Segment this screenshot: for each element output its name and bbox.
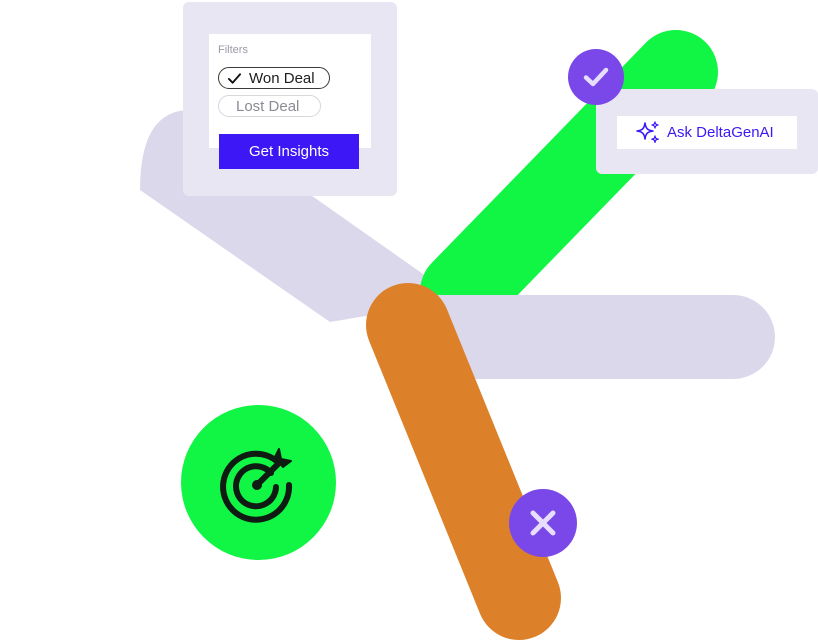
assistant-panel: Ask DeltaGenAI — [596, 89, 818, 174]
filters-panel: Filters Won Deal Lost Deal Get Insights — [183, 2, 397, 196]
orange-bar — [366, 283, 561, 640]
won-check-badge — [568, 49, 624, 105]
checkmark-icon — [583, 67, 609, 87]
get-insights-button[interactable]: Get Insights — [219, 134, 359, 169]
filter-won-deal-label: Won Deal — [249, 69, 315, 87]
ask-deltagenai-label: Ask DeltaGenAI — [667, 124, 774, 141]
check-icon — [227, 72, 242, 84]
close-icon — [530, 510, 556, 536]
ask-deltagenai-button[interactable]: Ask DeltaGenAI — [617, 116, 797, 149]
filter-lost-deal[interactable]: Lost Deal — [218, 95, 321, 117]
target-icon — [219, 447, 292, 523]
goal-badge — [181, 405, 336, 560]
filter-lost-deal-label: Lost Deal — [236, 97, 300, 115]
sparkle-icon — [636, 120, 659, 143]
filters-title: Filters — [218, 44, 248, 56]
lost-x-badge — [509, 489, 577, 557]
filter-won-deal[interactable]: Won Deal — [218, 67, 330, 89]
filters-card: Filters Won Deal Lost Deal — [209, 34, 371, 148]
